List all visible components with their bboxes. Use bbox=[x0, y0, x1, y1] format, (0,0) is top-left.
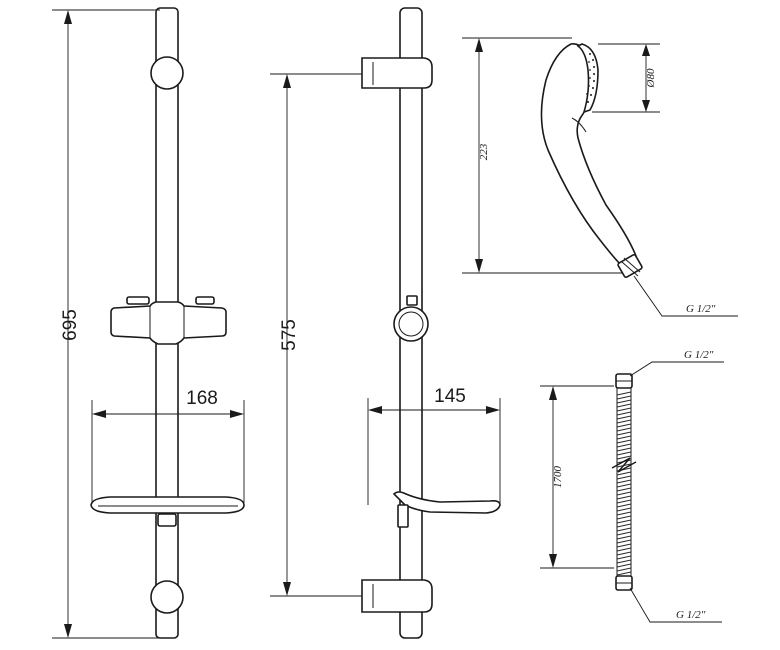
hose-coil-line bbox=[616, 499, 632, 504]
hand-shower-diameter-label: Ø80 bbox=[645, 68, 657, 88]
hand-shower-length-dimension bbox=[462, 37, 622, 274]
hose-coil-line bbox=[616, 403, 632, 408]
hose-top-thread-label: G 1/2" bbox=[684, 349, 714, 361]
hand-shower-length-label: 223 bbox=[478, 143, 490, 160]
hose-coil-line bbox=[616, 439, 632, 444]
hose-coils bbox=[616, 391, 632, 576]
hose-coil-line bbox=[616, 391, 632, 396]
hose-body bbox=[616, 387, 632, 577]
hose-coil-line bbox=[616, 483, 632, 488]
front-width-label: 168 bbox=[186, 388, 218, 409]
hand-shower-view: 223 Ø80 G 1/2" bbox=[462, 37, 738, 317]
hose-coil-line bbox=[616, 551, 632, 556]
front-height-label: 695 bbox=[60, 309, 81, 341]
front-height-dimension bbox=[52, 9, 160, 639]
side-bottom-wall-bracket bbox=[361, 579, 433, 613]
hose-view: 1700 G 1/2" G 1/2" bbox=[540, 349, 724, 623]
hose-coil-line bbox=[616, 399, 632, 404]
hose-coil-line bbox=[616, 447, 632, 452]
side-height-label: 575 bbox=[279, 319, 300, 351]
hand-shower-diameter-dimension bbox=[592, 43, 660, 113]
hose-coil-line bbox=[616, 431, 632, 436]
hose-coil-line bbox=[616, 495, 632, 500]
hose-top-thread-leader bbox=[629, 361, 724, 377]
hose-coil-line bbox=[616, 419, 632, 424]
hose-length-label: 1700 bbox=[552, 466, 564, 489]
hose-coil-line bbox=[616, 491, 632, 496]
front-top-wall-bracket bbox=[150, 56, 184, 90]
hose-coil-line bbox=[616, 523, 632, 528]
side-height-dimension bbox=[270, 73, 362, 597]
hose-coil-line bbox=[616, 411, 632, 416]
hose-coil-line bbox=[616, 515, 632, 520]
hose-coil-line bbox=[616, 415, 632, 420]
side-width-label: 145 bbox=[434, 386, 466, 407]
hose-coil-line bbox=[616, 563, 632, 568]
hand-shower-grip-line bbox=[571, 117, 587, 133]
hand-shower-thread-label: G 1/2" bbox=[686, 303, 716, 315]
hose-bottom-thread-label: G 1/2" bbox=[676, 609, 706, 621]
side-sliding-holder bbox=[393, 295, 429, 342]
hose-coil-line bbox=[616, 531, 632, 536]
hose-coil-line bbox=[616, 487, 632, 492]
side-top-wall-bracket bbox=[361, 57, 433, 89]
side-view: 575 145 bbox=[270, 7, 501, 639]
hose-coil-line bbox=[616, 407, 632, 412]
front-bottom-wall-bracket bbox=[150, 580, 184, 614]
hose-length-dimension bbox=[540, 385, 614, 569]
hose-coil-line bbox=[616, 543, 632, 548]
side-width-dimension bbox=[367, 398, 501, 505]
hand-shower-nozzles bbox=[586, 53, 595, 103]
hose-coil-line bbox=[616, 567, 632, 572]
hose-coil-line bbox=[616, 511, 632, 516]
hose-coil-line bbox=[616, 555, 632, 560]
hose-coil-line bbox=[616, 571, 632, 576]
hose-coil-line bbox=[616, 527, 632, 532]
hose-coil-line bbox=[616, 471, 632, 476]
hand-shower-thread-leader bbox=[633, 275, 738, 317]
hose-coil-line bbox=[616, 435, 632, 440]
front-sliding-holder bbox=[110, 296, 227, 345]
hose-coil-line bbox=[616, 547, 632, 552]
hose-coil-line bbox=[616, 395, 632, 400]
front-soap-dish bbox=[90, 496, 245, 527]
side-soap-dish bbox=[392, 491, 501, 528]
hose-coil-line bbox=[616, 503, 632, 508]
hose-coil-line bbox=[616, 507, 632, 512]
hand-shower-connector bbox=[617, 254, 643, 278]
hose-coil-line bbox=[616, 479, 632, 484]
hose-coil-line bbox=[616, 475, 632, 480]
hose-break-mark bbox=[611, 457, 637, 473]
front-width-dimension bbox=[91, 400, 245, 504]
hose-coil-line bbox=[616, 451, 632, 456]
hose-coil-line bbox=[616, 535, 632, 540]
hose-coil-line bbox=[616, 427, 632, 432]
hose-coil-line bbox=[616, 539, 632, 544]
hose-coil-line bbox=[616, 559, 632, 564]
hose-bottom-thread-leader bbox=[629, 587, 722, 623]
front-view: 695 168 bbox=[52, 7, 245, 639]
hose-coil-line bbox=[616, 443, 632, 448]
hose-coil-line bbox=[616, 519, 632, 524]
hose-coil-line bbox=[616, 423, 632, 428]
hose-coil-line bbox=[616, 455, 632, 460]
